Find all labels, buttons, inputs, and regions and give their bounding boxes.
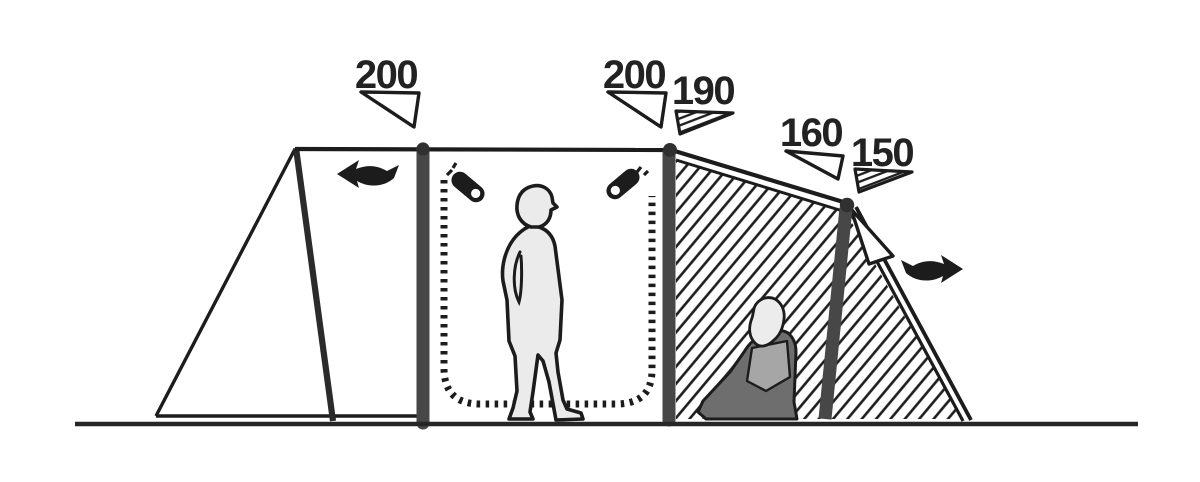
height-value: 200 xyxy=(603,53,665,97)
direction-arrow-left-icon xyxy=(337,160,399,188)
sitting-person-arms xyxy=(745,339,792,393)
sitting-person-head xyxy=(748,296,786,348)
sleeping-section xyxy=(667,146,973,423)
height-marker-triangle-outline xyxy=(606,90,668,129)
height-marker-sleeping-rear: 150 xyxy=(851,131,915,194)
middle-pole-cap xyxy=(663,143,677,157)
height-marker-sleeping-front: 160 xyxy=(780,111,845,181)
zipper-pull-right-icon xyxy=(606,166,650,200)
porch-section xyxy=(154,147,418,422)
guy-line xyxy=(154,148,297,417)
direction-arrow-right-icon xyxy=(901,255,963,283)
living-section xyxy=(440,162,656,422)
sitting-person-figure xyxy=(696,296,799,421)
height-marker-triangle-outline xyxy=(359,90,421,129)
front-pole-cap xyxy=(416,142,430,156)
rear-vent-flap xyxy=(849,207,895,266)
standing-person-head xyxy=(515,183,559,229)
height-value: 160 xyxy=(780,111,842,155)
zipper-pull-left-icon xyxy=(445,162,485,203)
height-marker-porch: 200 xyxy=(355,53,421,129)
height-value: 190 xyxy=(672,69,734,113)
ridge-line xyxy=(294,146,667,153)
standing-person-figure xyxy=(500,183,585,422)
roof-slope-line xyxy=(667,146,851,207)
door-zipper-track xyxy=(440,180,656,408)
height-marker-triangle-hatched xyxy=(674,109,735,136)
height-marker-living-front: 200 xyxy=(603,53,668,129)
height-value: 150 xyxy=(851,131,913,175)
height-marker-living-rear: 190 xyxy=(672,69,736,136)
rear-pole-cap xyxy=(839,197,855,213)
porch-slanted-pole xyxy=(292,147,337,422)
standing-person-arm xyxy=(512,250,524,307)
height-value: 200 xyxy=(355,53,417,97)
rear-air-pole xyxy=(818,207,853,420)
height-marker-triangle-outline xyxy=(784,149,845,181)
height-marker-triangle-hatched xyxy=(853,167,914,194)
